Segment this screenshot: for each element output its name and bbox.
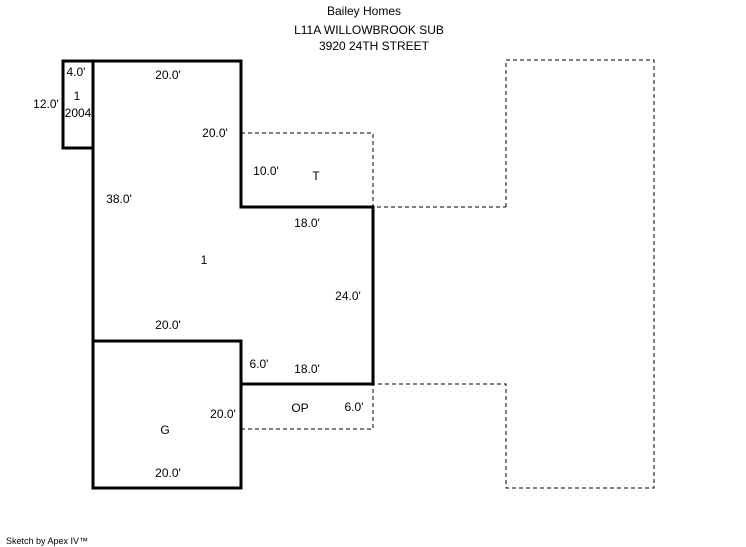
addition-width-label: 4.0': [67, 65, 86, 79]
addition-area-label: 1: [74, 89, 81, 103]
main-area-label: 1: [201, 253, 208, 267]
main-house-outline: [91, 59, 375, 490]
terrace-outline: [241, 132, 506, 208]
legal-description: L11A WILLOWBROOK SUB: [294, 23, 444, 37]
company-name: Bailey Homes: [327, 4, 401, 18]
porch-left-dimension: 20.0': [210, 407, 236, 421]
porch-right-dimension: 6.0': [345, 400, 364, 414]
porch-area-label: OP: [291, 401, 308, 415]
main-top-dimension: 20.0': [155, 68, 181, 82]
terrace-area-label: T: [312, 169, 320, 183]
addition-year-label: 2004: [65, 106, 92, 120]
garage-area-label: G: [160, 423, 169, 437]
main-inner-right-dimension: 20.0': [202, 126, 228, 140]
main-bottom-step-dimension: 6.0': [250, 357, 269, 371]
detached-structure-outline: [373, 59, 655, 489]
property-address: 3920 24TH STREET: [319, 39, 430, 53]
sketch-credit: Sketch by Apex IV™: [6, 536, 88, 546]
main-right-dimension: 24.0': [335, 289, 361, 303]
open-porch-outline: [241, 384, 374, 430]
garage-divider: [93, 339, 243, 384]
main-bottom-dimension: 18.0': [294, 362, 320, 376]
main-left-dimension: 38.0': [106, 192, 132, 206]
main-step-dimension: 18.0': [294, 216, 320, 230]
addition-depth-label: 12.0': [33, 97, 59, 111]
terrace-depth-dimension: 10.0': [253, 164, 279, 178]
garage-bottom-dimension: 20.0': [155, 466, 181, 480]
garage-top-dimension: 20.0': [155, 318, 181, 332]
